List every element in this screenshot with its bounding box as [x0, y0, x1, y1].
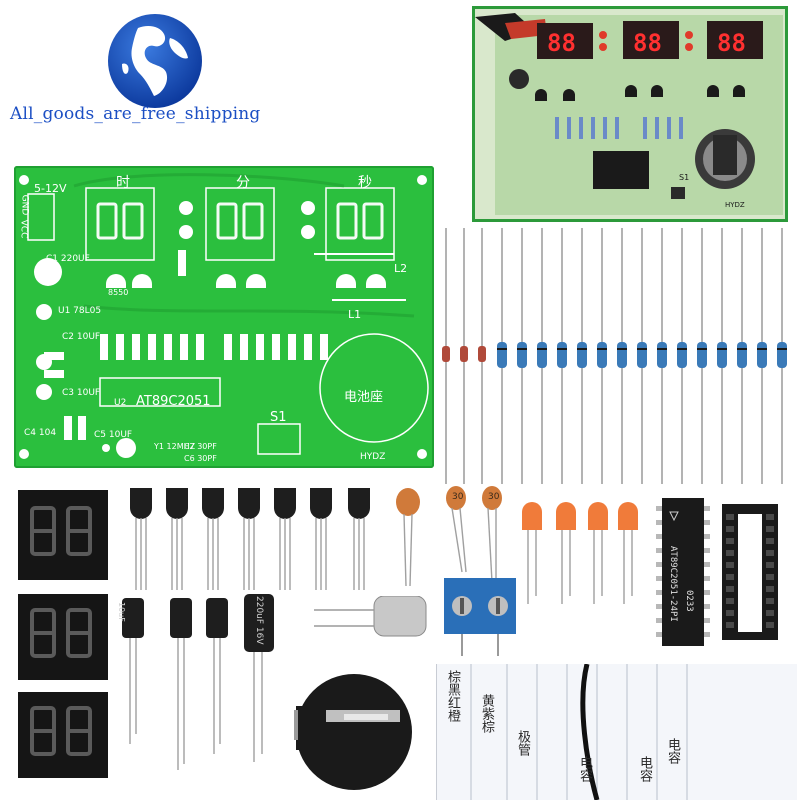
chip-label: AT89C2051-24PI [668, 546, 678, 622]
ceramic-value-label: 30 [452, 492, 464, 502]
led-row [522, 502, 638, 604]
ceramic-value-label: 30 [488, 492, 500, 502]
sheet-line-1: 棕黑红橙 [445, 670, 460, 722]
crystal-label: Y1 12MHZ [154, 442, 196, 451]
resistor-strip [442, 228, 787, 484]
inset-display-seconds: 88 [717, 29, 746, 57]
mcu-label: AT89C2051 [136, 394, 211, 409]
sheet-line-2: 黄紫棕 [479, 694, 494, 733]
capacitor-c1-label: C1 220UF [46, 254, 90, 264]
inset-display-minutes: 88 [633, 29, 662, 57]
hours-section-label: 时 [116, 175, 130, 191]
capacitor-c7-label: C7 30PF [184, 442, 217, 451]
inset-brand-label: HYDZ [725, 201, 745, 209]
inset-switch-label: S1 [679, 173, 690, 182]
switch-label: S1 [270, 410, 287, 425]
crystal-oscillator [314, 596, 427, 637]
capacitor-c2-label: C2 10UF [62, 332, 101, 342]
seven-segment-display [18, 692, 108, 778]
capacitor-c5-label: C5 10UF [94, 430, 133, 440]
inset-display-hours: 88 [547, 29, 576, 57]
seven-segment-display [18, 490, 108, 580]
u2-label: U2 [114, 398, 127, 408]
sheet-line-4: 电容 [577, 756, 592, 782]
sheet-line-6: 电容 [665, 738, 680, 764]
globe-icon [122, 26, 188, 96]
gnd-label: GND [19, 194, 30, 216]
capacitor-c4-label: C4 104 [24, 428, 57, 438]
capacitor-c6-label: C6 30PF [184, 454, 217, 463]
mcu-chip [656, 498, 710, 646]
clock-pcb: 时 分 秒 5-12V GND VCC AT89C2051 U2 电池座 HYD… [14, 166, 434, 468]
transistor-part-label: 8550 [108, 288, 129, 297]
assembled-board-photo: 88 88 88 S1 HYDZ [472, 6, 788, 222]
seconds-section-label: 秒 [358, 175, 372, 191]
brand-label: HYDZ [360, 452, 386, 462]
chip-date-code: 0233 [684, 590, 694, 612]
battery-holder-label: 电池座 [344, 390, 384, 405]
seven-segment-display [18, 594, 108, 680]
ceramic-capacitors [396, 486, 502, 587]
ic-socket [722, 504, 778, 640]
regulator-label: U1 78L05 [58, 306, 102, 316]
inductor-l1-label: L1 [348, 308, 362, 321]
screw-terminal [444, 578, 516, 656]
globe-logo [108, 14, 202, 108]
capacitor-c3-label: C3 10UF [62, 388, 101, 398]
minutes-section-label: 分 [236, 175, 250, 191]
instruction-sheet: 棕黑红橙 黄紫棕 极管 电容 电容 电容 [436, 664, 797, 800]
inductor-l2-label: L2 [394, 262, 408, 275]
vcc-label: VCC [18, 219, 29, 239]
coin-battery-holder [294, 674, 412, 790]
power-label: 5-12V [34, 182, 67, 195]
large-electrolytic-label: 220uF 16V [254, 596, 264, 645]
sheet-line-5: 电容 [637, 756, 652, 782]
store-watermark: All_goods_are_free_shipping [10, 104, 261, 124]
electrolytic-capacitors [122, 594, 274, 770]
transistor-row [130, 488, 370, 590]
small-electrolytic-label: 10uF [117, 602, 126, 622]
sheet-line-3: 极管 [515, 730, 530, 756]
